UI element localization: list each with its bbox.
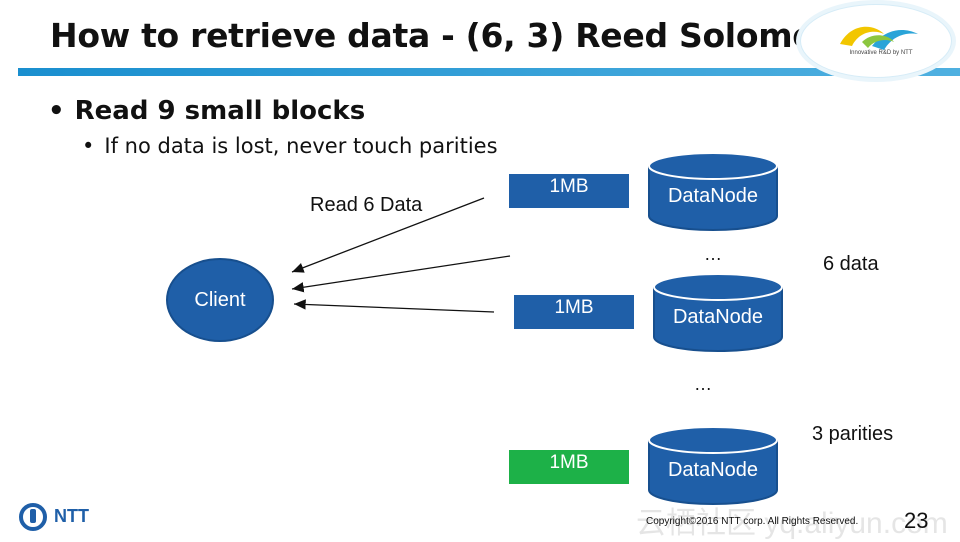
read-arrow-1 (291, 197, 485, 273)
read-arrow-3 (293, 299, 495, 313)
ellipsis-1: … (704, 244, 722, 264)
copyright-text: Copyright©2016 NTT corp. All Rights Rese… (646, 516, 859, 527)
ellipsis-2: … (694, 374, 712, 394)
logo-caption: Innovative R&D by NTT (849, 50, 913, 56)
client-node: Client (166, 258, 274, 342)
watermark: 云栖社区 yq.aliyun.com (636, 507, 948, 540)
data-block-2: 1MB (514, 295, 634, 329)
bullet-sub: • If no data is lost, never touch paritie… (82, 134, 498, 158)
datanode-1-label: DataNode (668, 185, 758, 207)
datanode-3: DataNode (648, 426, 778, 505)
page-number: 23 (904, 508, 929, 533)
ntt-rd-logo-icon (840, 26, 918, 50)
parity-count-label: 3 parities (812, 423, 894, 445)
bullet-main-text: Read 9 small blocks (74, 96, 366, 126)
bullet-marker: • (48, 96, 65, 126)
bullet-marker: • (82, 134, 95, 158)
ntt-logo-icon (19, 503, 47, 531)
ntt-brand-text: NTT (54, 506, 89, 526)
client-label: Client (194, 288, 246, 311)
data-count-label: 6 data (823, 253, 879, 275)
data-block-1: 1MB (509, 174, 629, 208)
bullet-sub-text: If no data is lost, never touch parities (104, 134, 498, 158)
datanode-2: DataNode (653, 273, 783, 352)
read-data-label: Read 6 Data (310, 194, 423, 216)
bullet-main: • Read 9 small blocks (48, 96, 365, 126)
parity-block: 1MB (509, 450, 629, 484)
datanode-3-label: DataNode (668, 459, 758, 481)
title-underline-bar (18, 68, 960, 76)
datanode-1: DataNode (648, 152, 778, 231)
slide-title: How to retrieve data - (6, 3) Reed Solom… (50, 16, 852, 55)
read-arrow-2 (291, 255, 511, 293)
datanode-2-label: DataNode (673, 306, 763, 328)
